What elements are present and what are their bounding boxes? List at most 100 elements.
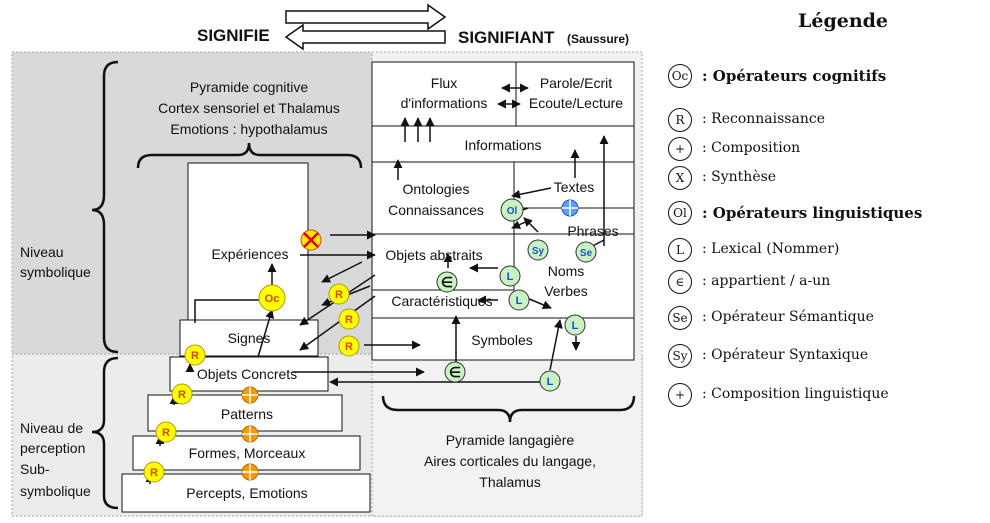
linguistic-composition-icon bbox=[561, 199, 579, 217]
perception-level-label-4: symbolique bbox=[20, 483, 91, 499]
legend-title: Légende bbox=[798, 10, 889, 32]
oc-operator bbox=[258, 284, 286, 312]
symbolic-level-label-2: symbolique bbox=[20, 264, 91, 280]
r-operator-patterns bbox=[155, 421, 177, 443]
legend-text: : Opérateur Syntaxique bbox=[702, 347, 869, 363]
language-pyramid-brace bbox=[381, 395, 636, 423]
r-operator-signes-right bbox=[338, 308, 360, 330]
label-connaissances: Connaissances bbox=[388, 202, 484, 218]
r-label-3: R bbox=[162, 427, 170, 439]
r-operator-formes bbox=[143, 461, 165, 483]
legend-symbol-icon: + bbox=[668, 383, 692, 407]
box-symboles bbox=[371, 317, 635, 361]
ol-label: Ol bbox=[507, 206, 518, 217]
r-operator-objets-right bbox=[338, 335, 360, 357]
in-label-1: ∈ bbox=[441, 274, 453, 290]
box-parole bbox=[515, 61, 635, 127]
perception-brace bbox=[91, 356, 119, 510]
symbolic-brace bbox=[91, 60, 119, 354]
l-operators bbox=[499, 265, 586, 392]
label-experiences: Expériences bbox=[211, 246, 288, 262]
label-parole: Parole/Ecrit bbox=[540, 75, 612, 91]
legend-text: : Composition bbox=[702, 140, 801, 156]
l-label-3: L bbox=[572, 320, 579, 332]
oc-label: Oc bbox=[265, 293, 280, 305]
language-pyramid-line2: Aires corticales du langage, bbox=[424, 453, 596, 469]
label-patterns: Patterns bbox=[221, 406, 273, 422]
composition-operators bbox=[241, 386, 259, 481]
legend-symbol-icon: Oc bbox=[668, 64, 692, 88]
perception-level-label-1: Niveau de bbox=[20, 420, 83, 436]
label-ecoute: Ecoute/Lecture bbox=[529, 95, 623, 111]
sy-label: Sy bbox=[532, 246, 545, 257]
r-operator-signes bbox=[184, 344, 206, 366]
legend-text: : Synthèse bbox=[702, 169, 777, 185]
label-formes: Formes, Morceaux bbox=[189, 445, 306, 461]
legend-text: : Reconnaissance bbox=[702, 111, 825, 127]
l-label-1: L bbox=[507, 271, 514, 283]
l-label-4: L bbox=[547, 376, 554, 388]
box-informations bbox=[371, 125, 635, 163]
signifiant-label: SIGNIFIANT bbox=[458, 28, 555, 47]
r-label-7: R bbox=[345, 341, 353, 353]
box-flux bbox=[371, 61, 517, 127]
composition-plus-icon bbox=[241, 425, 259, 443]
language-pyramid-line1: Pyramide langagière bbox=[446, 432, 575, 448]
cognitive-pyramid-brace bbox=[136, 142, 363, 169]
legend-text: : Composition linguistique bbox=[702, 386, 889, 402]
label-flux-1: Flux bbox=[431, 75, 457, 91]
legend-symbol-icon: + bbox=[668, 137, 692, 161]
legend-symbol-icon: ∈ bbox=[668, 270, 692, 294]
l-label-2: L bbox=[516, 295, 523, 307]
r-label-4: R bbox=[150, 467, 158, 479]
label-noms: Noms bbox=[548, 263, 585, 279]
label-percepts: Percepts, Emotions bbox=[186, 485, 307, 501]
legend-text: : Opérateur Sémantique bbox=[702, 309, 874, 325]
cognitive-pyramid-line1: Pyramide cognitive bbox=[190, 79, 308, 95]
se-operator bbox=[575, 241, 597, 263]
cognitive-pyramid-line2: Cortex sensoriel et Thalamus bbox=[158, 100, 340, 116]
legend-symbol-icon: R bbox=[668, 108, 692, 132]
symbolic-level-label-1: Niveau bbox=[20, 244, 64, 260]
r-operator-experiences bbox=[328, 283, 350, 305]
legend-symbol-icon: L bbox=[668, 238, 692, 262]
box-percepts bbox=[121, 473, 371, 513]
header-double-arrow bbox=[284, 3, 447, 51]
saussure-label: (Saussure) bbox=[567, 32, 629, 46]
in-label-2: ∈ bbox=[449, 364, 461, 380]
label-objets-abstraits: Objets abstraits bbox=[385, 247, 482, 263]
box-experiences bbox=[187, 162, 309, 322]
in-operators bbox=[436, 271, 466, 383]
box-ontologies bbox=[371, 161, 635, 235]
sy-operator bbox=[527, 239, 549, 261]
language-pyramid-line3: Thalamus bbox=[479, 474, 540, 490]
label-informations: Informations bbox=[464, 137, 541, 153]
synthesis-x-icon bbox=[300, 229, 322, 251]
perception-level-label-2: perception bbox=[20, 440, 85, 456]
composition-plus-icon bbox=[241, 386, 259, 404]
label-caracteristiques: Caractéristiques bbox=[391, 293, 492, 309]
label-signes: Signes bbox=[228, 330, 271, 346]
legend-symbol-icon: Se bbox=[668, 306, 692, 330]
se-label: Se bbox=[580, 248, 593, 259]
r-operator-objets-concrets bbox=[171, 383, 193, 405]
label-ontologies: Ontologies bbox=[403, 181, 470, 197]
composition-plus-icon bbox=[241, 463, 259, 481]
label-objets-concrets: Objets Concrets bbox=[197, 366, 297, 382]
legend-text: : Opérateurs linguistiques bbox=[702, 204, 923, 222]
ol-operator bbox=[500, 198, 524, 222]
legend-text: : Opérateurs cognitifs bbox=[702, 67, 887, 85]
legend-symbol-icon: X bbox=[668, 166, 692, 190]
legend-symbol-icon: Ol bbox=[668, 201, 692, 225]
signifie-label: SIGNIFIE bbox=[197, 26, 270, 45]
label-flux-2: d'informations bbox=[401, 95, 488, 111]
legend-symbol-icon: Sy bbox=[668, 344, 692, 368]
r-operators bbox=[143, 283, 360, 483]
r-label-2: R bbox=[178, 389, 186, 401]
label-phrases: Phrases bbox=[567, 223, 618, 239]
label-verbes: Verbes bbox=[544, 283, 588, 299]
label-textes: Textes bbox=[554, 179, 594, 195]
legend-text: : appartient / a-un bbox=[702, 273, 831, 289]
